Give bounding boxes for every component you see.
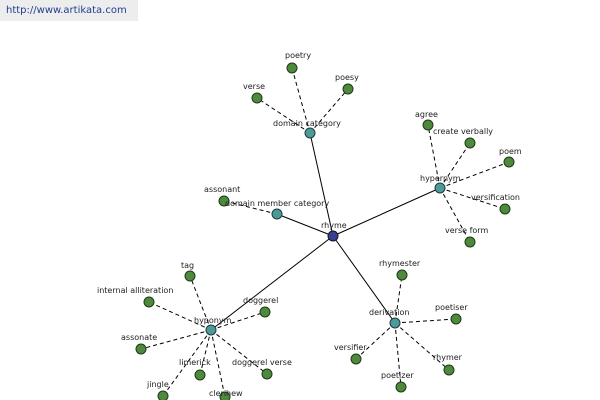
node-tag[interactable] xyxy=(184,270,196,282)
node-label-poesy[interactable]: poesy xyxy=(335,73,359,82)
node-poesy[interactable] xyxy=(342,83,354,95)
node-label-poetizer[interactable]: poetizer xyxy=(381,371,414,380)
node-label-jingle[interactable]: jingle xyxy=(146,380,169,389)
edge-hyponym-limerick xyxy=(199,329,212,376)
node-label-versifier[interactable]: versifier xyxy=(334,343,367,352)
node-label-domain-member-category[interactable]: domain member category xyxy=(225,199,329,208)
node-label-versification[interactable]: versification xyxy=(471,193,520,202)
node-label-derivation[interactable]: derivation xyxy=(369,308,409,317)
node-label-verse-form[interactable]: verse form xyxy=(445,226,488,235)
node-agree[interactable] xyxy=(422,119,434,131)
node-create-verbally[interactable] xyxy=(464,137,476,149)
node-domain-member-category[interactable] xyxy=(271,208,283,220)
edge-derivation-rhymer xyxy=(394,322,450,371)
edge-domain-member-category-assonant xyxy=(223,200,278,215)
edge-hypernym-poem xyxy=(439,161,510,189)
edge-derivation-versifier xyxy=(355,322,396,360)
node-poetizer[interactable] xyxy=(395,381,407,393)
edge-rhyme-domain-category xyxy=(309,132,334,237)
edge-derivation-rhymester xyxy=(394,274,403,324)
node-label-hyponym[interactable]: hyponym xyxy=(194,316,232,325)
edge-domain-category-poesy xyxy=(309,88,349,134)
edge-rhyme-domain-member-category xyxy=(276,213,334,237)
edge-rhyme-hypernym xyxy=(332,187,441,237)
edge-rhyme-derivation xyxy=(332,235,396,324)
node-label-doggerel[interactable]: doggerel xyxy=(243,296,278,305)
node-label-rhymer[interactable]: rhymer xyxy=(433,353,463,362)
node-label-hypernym[interactable]: hypernym xyxy=(420,174,461,183)
edge-hyponym-doggerel xyxy=(210,311,266,331)
node-assonant[interactable] xyxy=(218,195,230,207)
node-verse-form[interactable] xyxy=(464,236,476,248)
node-poem[interactable] xyxy=(503,156,515,168)
edge-hypernym-versification xyxy=(439,187,506,210)
edge-hyponym-clerihew xyxy=(210,329,226,398)
node-hypernym[interactable] xyxy=(434,182,446,194)
edge-hypernym-create-verbally xyxy=(439,142,471,189)
node-doggerel-verse[interactable] xyxy=(261,368,273,380)
node-label-poem[interactable]: poem xyxy=(499,147,522,156)
edge-rhyme-hyponym xyxy=(210,235,334,331)
edge-derivation-poetiser xyxy=(394,318,457,324)
node-hyponym[interactable] xyxy=(205,324,217,336)
node-limerick[interactable] xyxy=(194,369,206,381)
node-derivation[interactable] xyxy=(389,317,401,329)
edge-domain-category-verse xyxy=(256,97,311,134)
node-label-verse[interactable]: verse xyxy=(243,82,265,91)
edge-hypernym-agree xyxy=(427,124,441,189)
edge-hyponym-internal-alliteration xyxy=(148,301,212,331)
edge-derivation-poetizer xyxy=(394,322,402,388)
node-assonate[interactable] xyxy=(135,343,147,355)
node-verse[interactable] xyxy=(251,92,263,104)
node-clerihew[interactable] xyxy=(219,391,231,400)
node-label-rhyme[interactable]: rhyme xyxy=(321,221,347,230)
edge-domain-category-poetry xyxy=(291,67,311,134)
node-label-rhymester[interactable]: rhymester xyxy=(379,259,421,268)
node-jingle[interactable] xyxy=(157,390,169,400)
node-label-create-verbally[interactable]: create verbally xyxy=(433,127,493,136)
node-versification[interactable] xyxy=(499,203,511,215)
node-rhymer[interactable] xyxy=(443,364,455,376)
site-url[interactable]: http://www.artikata.com xyxy=(0,0,138,21)
node-label-poetry[interactable]: poetry xyxy=(285,51,311,60)
node-rhyme[interactable] xyxy=(327,230,339,242)
node-label-limerick[interactable]: limerick xyxy=(179,358,211,367)
node-doggerel[interactable] xyxy=(259,306,271,318)
node-label-clerihew[interactable]: clerihew xyxy=(209,389,243,398)
node-label-internal-alliteration[interactable]: internal alliteration xyxy=(97,286,173,295)
node-versifier[interactable] xyxy=(350,353,362,365)
node-label-doggerel-verse[interactable]: doggerel verse xyxy=(232,358,292,367)
node-label-assonant[interactable]: assonant xyxy=(204,185,240,194)
node-domain-category[interactable] xyxy=(304,127,316,139)
node-label-assonate[interactable]: assonate xyxy=(121,333,157,342)
node-poetry[interactable] xyxy=(286,62,298,74)
node-internal-alliteration[interactable] xyxy=(143,296,155,308)
edge-hyponym-doggerel-verse xyxy=(210,329,268,375)
node-label-agree[interactable]: agree xyxy=(415,110,438,119)
edge-hypernym-verse-form xyxy=(439,187,471,243)
node-label-tag[interactable]: tag xyxy=(181,261,194,270)
node-label-domain-category[interactable]: domain category xyxy=(273,119,341,128)
node-poetiser[interactable] xyxy=(450,313,462,325)
node-label-poetiser[interactable]: poetiser xyxy=(435,303,468,312)
edge-hyponym-tag xyxy=(189,275,212,331)
node-rhymester[interactable] xyxy=(396,269,408,281)
edge-hyponym-assonate xyxy=(140,329,212,350)
